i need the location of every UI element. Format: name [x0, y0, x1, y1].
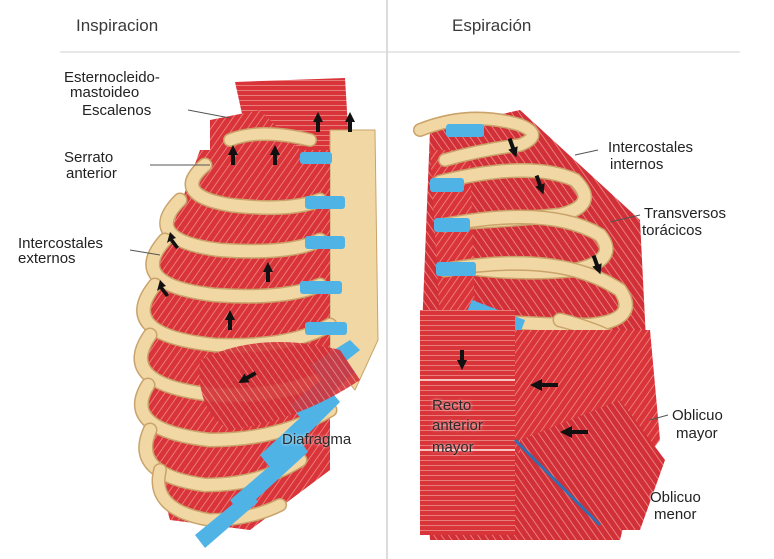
inspiration-title: Inspiracion: [76, 16, 158, 36]
label-external-oblique-2: mayor: [676, 426, 718, 441]
diaphragm-muscle: [199, 342, 360, 430]
label-internal-oblique-2: menor: [654, 507, 697, 522]
label-external-intercostals-2: externos: [18, 251, 76, 266]
expiration-title: Espiración: [452, 16, 531, 36]
label-internal-intercostals-2: internos: [610, 157, 663, 172]
label-rectus-2: anterior: [432, 418, 483, 433]
label-serratus-2: anterior: [66, 166, 117, 181]
label-rectus-3: mayor: [432, 440, 474, 455]
label-internal-oblique-1: Oblicuo: [650, 490, 701, 505]
label-serratus-1: Serrato: [64, 150, 113, 165]
label-scalenes: Escalenos: [82, 103, 151, 118]
inspiration-rib-cage: [141, 78, 378, 548]
label-transversus-1: Transversos: [644, 206, 726, 221]
label-sternocleidomastoid-1: Esternocleido-: [64, 70, 160, 85]
label-external-oblique-1: Oblicuo: [672, 408, 723, 423]
label-diaphragm: Diafragma: [282, 432, 351, 447]
label-sternocleidomastoid-2: mastoideo: [70, 85, 139, 100]
label-internal-intercostals-1: Intercostales: [608, 140, 693, 155]
label-rectus-1: Recto: [432, 398, 471, 413]
label-external-intercostals-1: Intercostales: [18, 236, 103, 251]
label-transversus-2: torácicos: [642, 223, 702, 238]
expiration-rib-cage: [420, 110, 665, 540]
